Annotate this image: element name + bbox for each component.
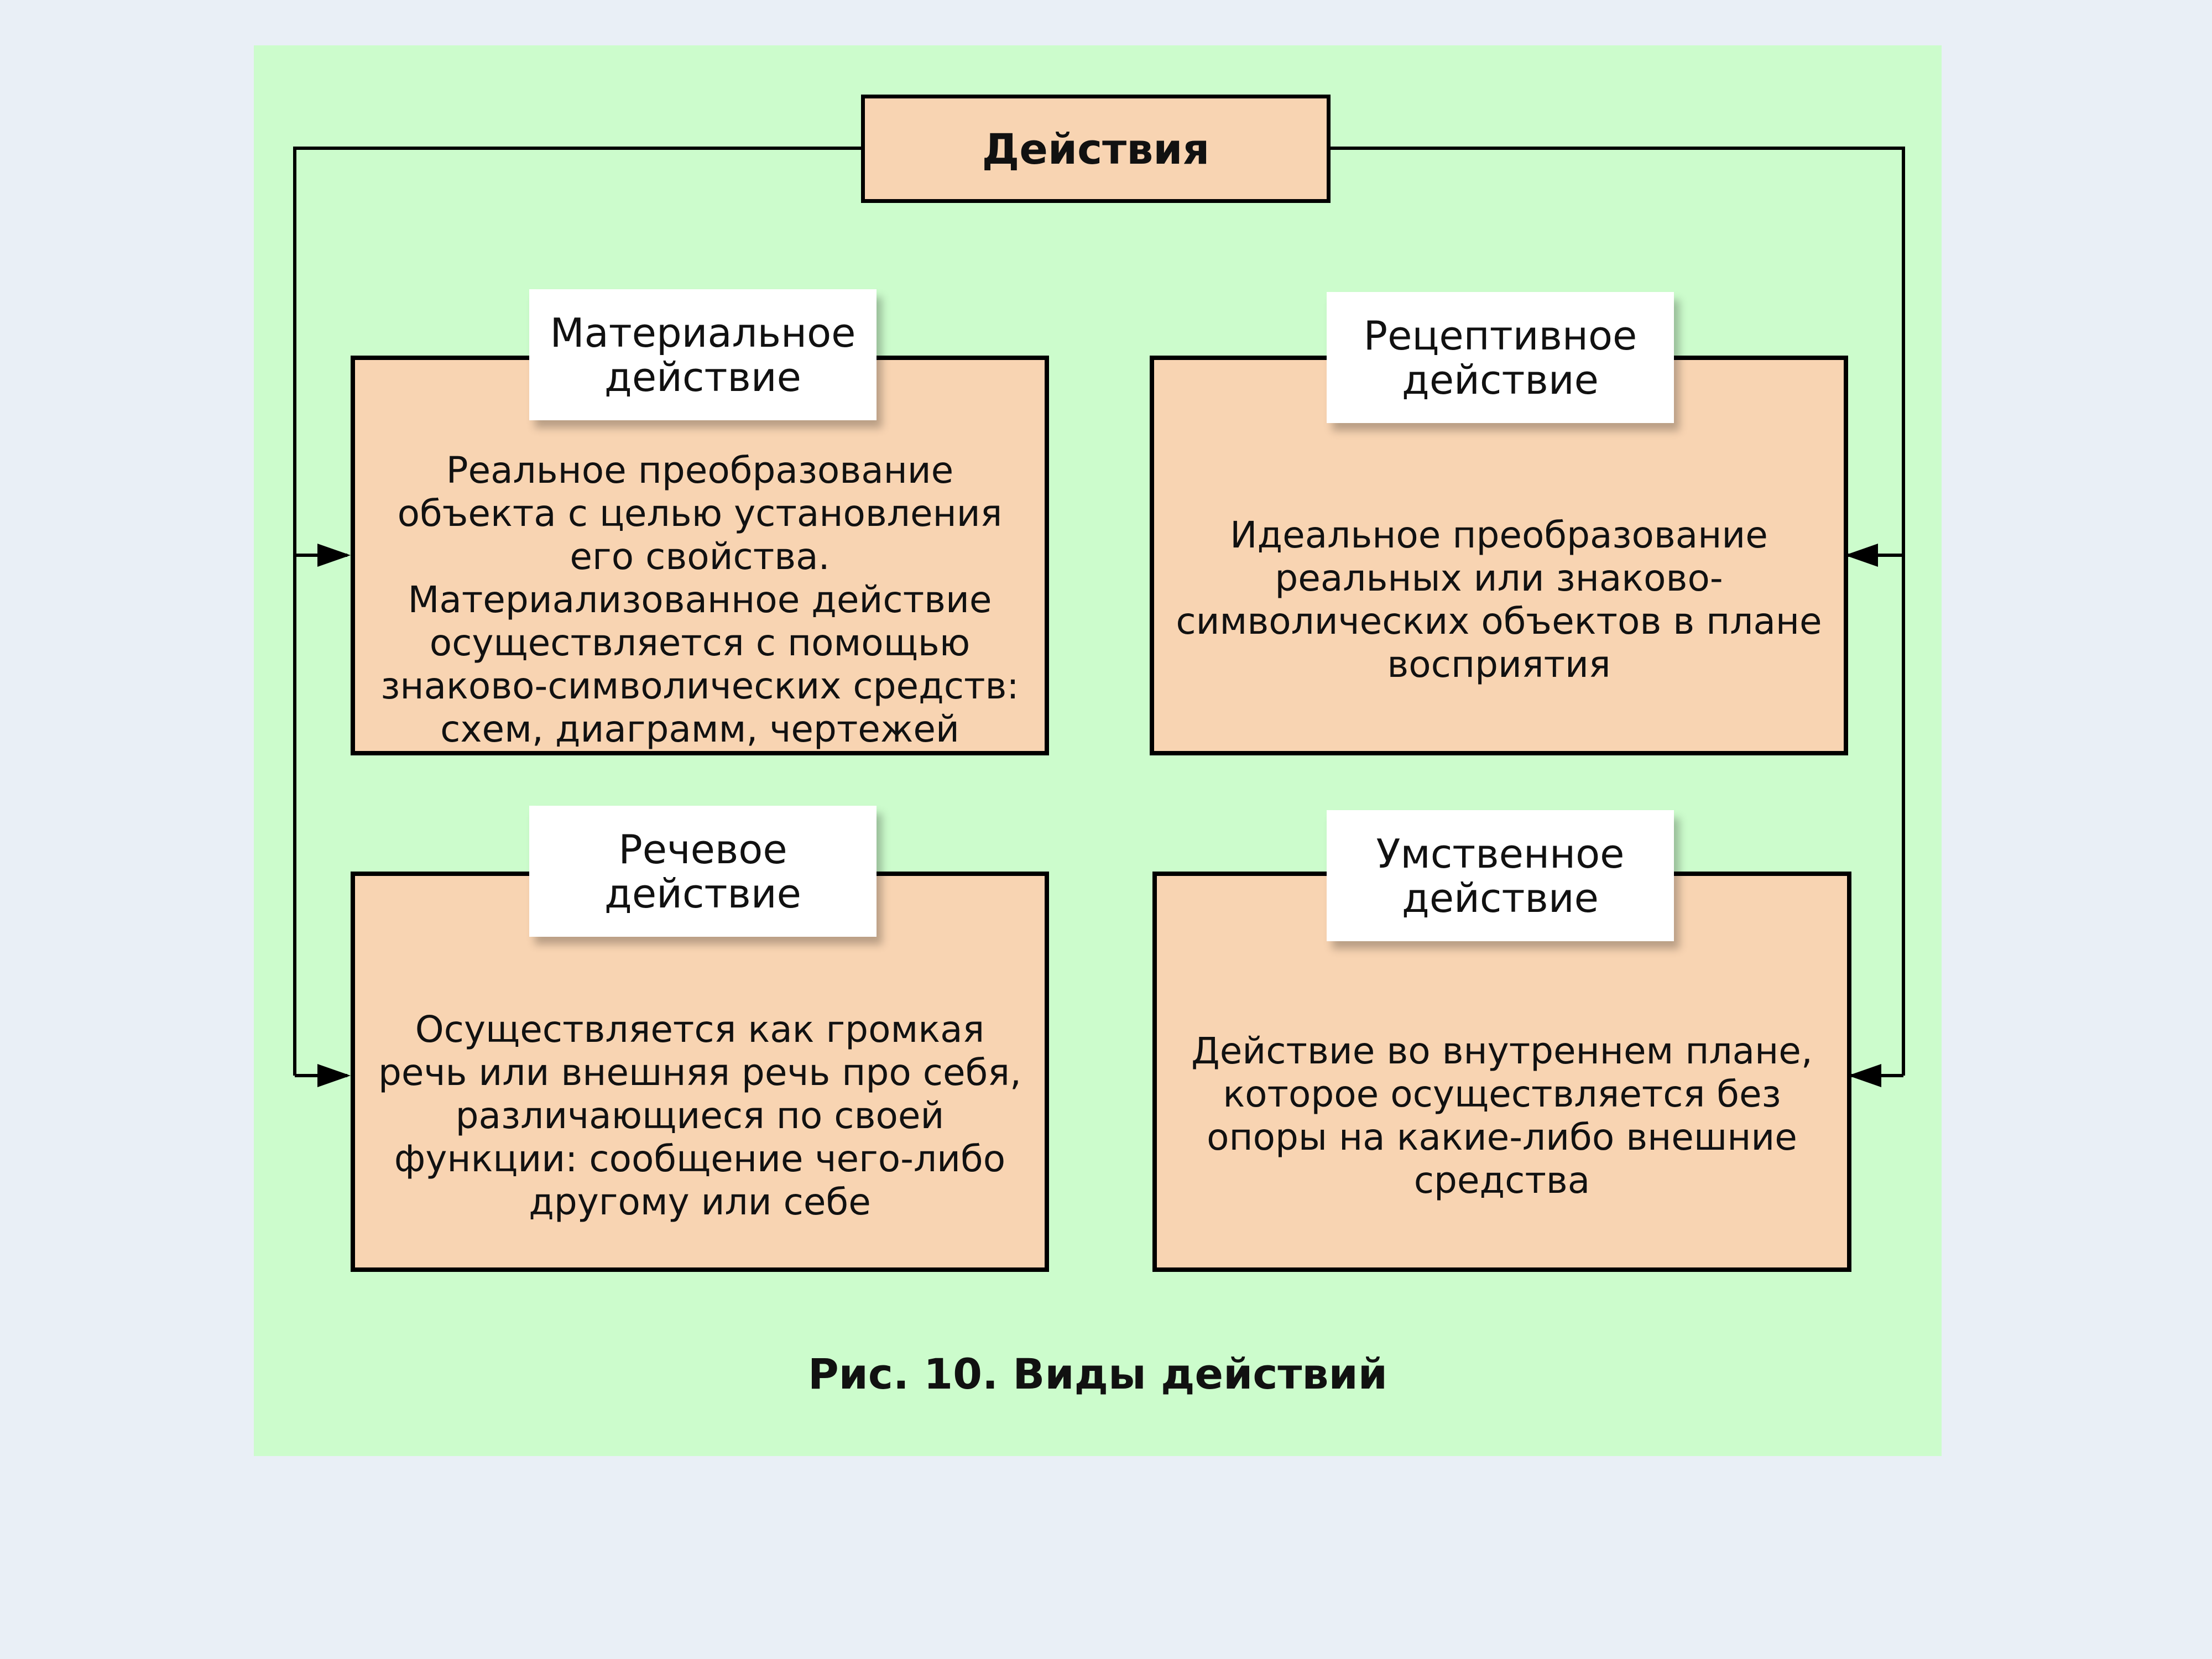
tag-mental-action: Умственное действие — [1327, 810, 1674, 941]
card-material-text: Реальное преобразование объекта с целью … — [380, 448, 1019, 750]
tag-receptive-label: Рецептивное действие — [1363, 312, 1637, 403]
card-speech-text: Осуществляется как громкая речь или внеш… — [378, 1008, 1021, 1223]
card-speech-action: Осуществляется как громкая речь или внеш… — [351, 872, 1049, 1272]
tag-mental-label: Умственное действие — [1376, 830, 1625, 921]
tag-speech-label: Речевое действие — [604, 826, 801, 917]
connector-right-trunk — [1331, 147, 1905, 1076]
tag-material-label: Материальное действие — [550, 309, 856, 400]
card-mental-text: Действие во внутреннем плане, которое ос… — [1191, 1030, 1813, 1202]
tag-material-action: Материальное действие — [529, 289, 877, 420]
root-node-label: Действия — [982, 124, 1210, 174]
connector-left-trunk — [293, 147, 861, 1076]
card-receptive-text: Идеальное преобразование реальных или зн… — [1176, 513, 1822, 686]
tag-receptive-action: Рецептивное действие — [1327, 292, 1674, 423]
card-receptive-action: Идеальное преобразование реальных или зн… — [1150, 356, 1848, 755]
tag-speech-action: Речевое действие — [529, 806, 877, 937]
root-node-actions: Действия — [861, 95, 1331, 203]
card-material-action: Реальное преобразование объекта с целью … — [351, 356, 1049, 755]
figure-caption: Рис. 10. Виды действий — [807, 1349, 1388, 1399]
